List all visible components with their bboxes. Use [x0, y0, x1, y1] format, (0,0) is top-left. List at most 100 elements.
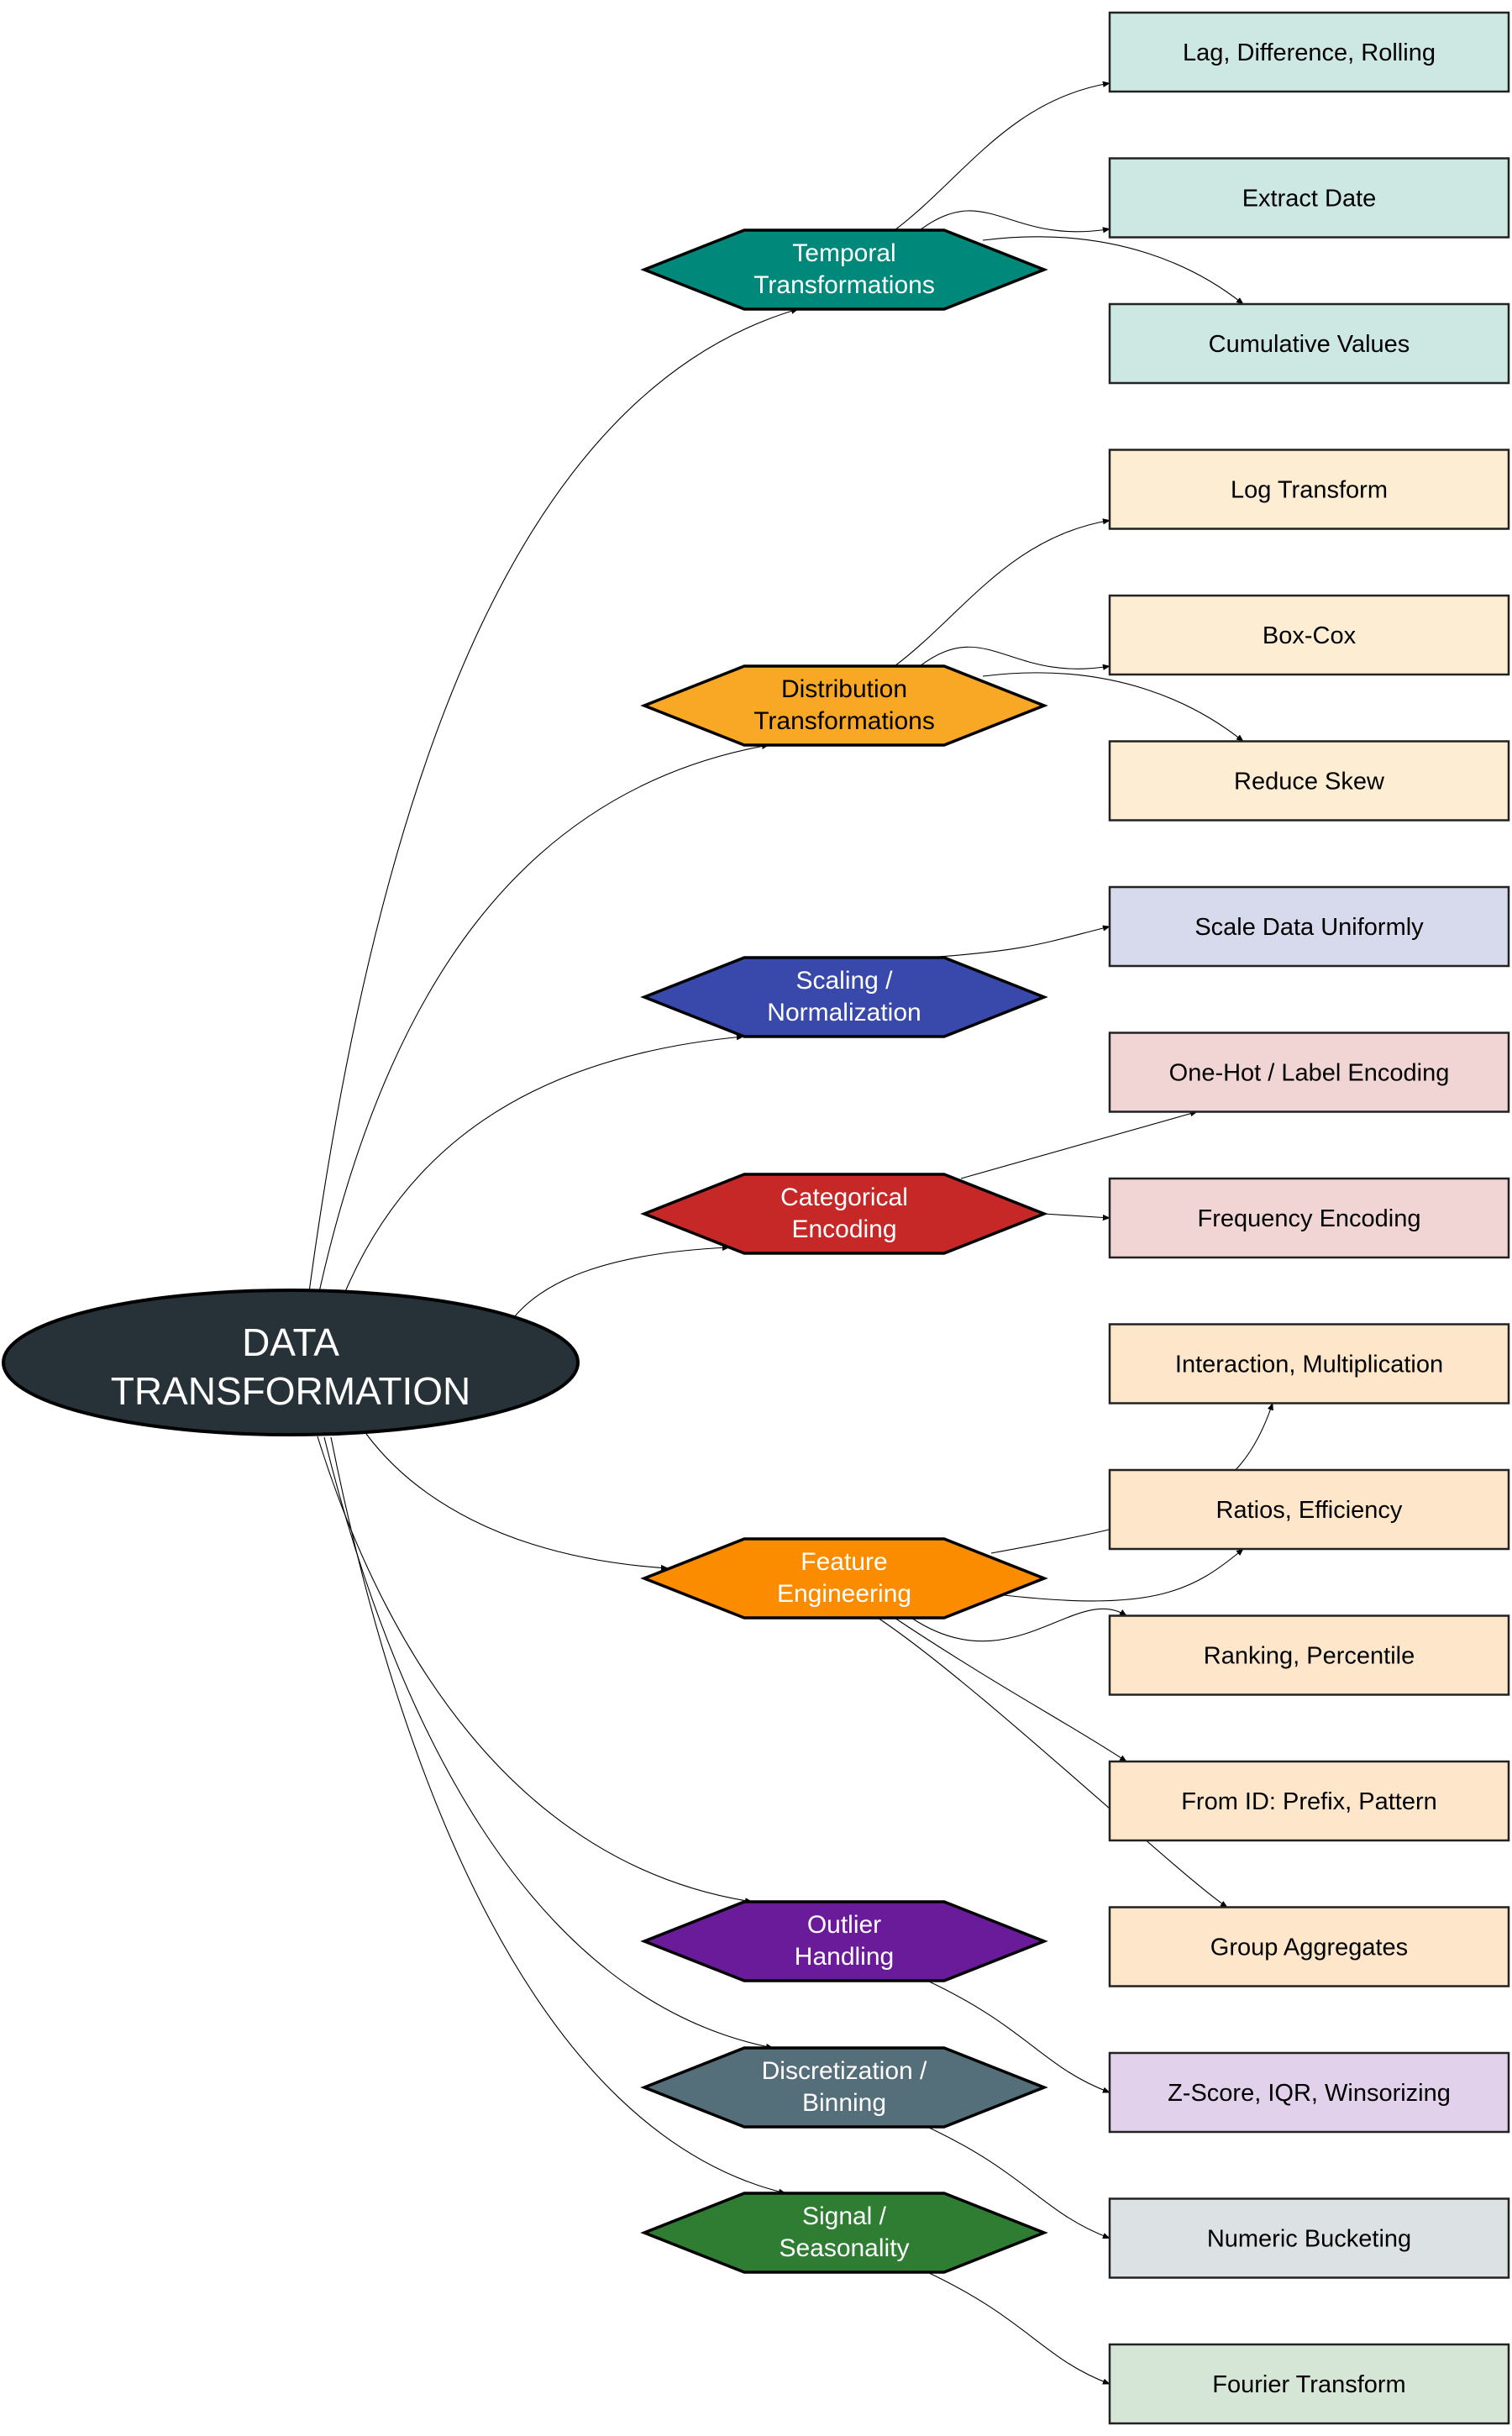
edge-root-to-feature — [365, 1433, 669, 1572]
leaf-node[interactable]: One-Hot / Label Encoding — [1108, 1032, 1510, 1113]
leaf-label: One-Hot / Label Encoding — [1169, 1060, 1450, 1087]
leaf-box — [1108, 885, 1510, 968]
leaf-node[interactable]: Numeric Bucketing — [1108, 2197, 1510, 2279]
leaf-box — [1108, 2343, 1510, 2425]
category-label-line: Feature — [801, 1548, 887, 1576]
hexagon-shape — [640, 1537, 1048, 1620]
leaf-box — [1108, 2197, 1510, 2279]
hexagon-shape — [640, 1173, 1048, 1255]
leaf-label: Interaction, Multiplication — [1175, 1352, 1443, 1378]
leaf-node[interactable]: Fourier Transform — [1108, 2343, 1510, 2425]
leaf-box — [1108, 594, 1510, 676]
leaf-label: From ID: Prefix, Pattern — [1181, 1788, 1437, 1815]
category-node-discretization[interactable]: Discretization / Binning — [640, 2046, 1048, 2129]
category-node-signal[interactable]: Signal / Seasonality — [640, 2192, 1048, 2274]
category-label-line: Discretization / — [762, 2057, 927, 2085]
leaf-box — [1108, 1906, 1510, 1987]
edge-root-to-signal — [330, 1436, 786, 2195]
leaf-node[interactable]: Group Aggregates — [1108, 1906, 1510, 1987]
leaf-node[interactable]: Frequency Encoding — [1108, 1177, 1510, 1259]
category-label-line: Engineering — [777, 1580, 911, 1608]
leaf-box — [1108, 2051, 1510, 2134]
root-label-line: DATA — [242, 1320, 339, 1364]
category-label-line: Handling — [795, 1943, 894, 1971]
leaf-label: Extract Date — [1242, 186, 1377, 213]
leaf-box — [1108, 1614, 1510, 1696]
leaf-box — [1108, 1760, 1510, 1842]
leaf-label: Group Aggregates — [1210, 1935, 1408, 1961]
leaf-label: Reduce Skew — [1234, 769, 1385, 795]
root-ellipse — [2, 1289, 580, 1436]
leaf-node[interactable]: Ratios, Efficiency — [1108, 1468, 1510, 1551]
leaf-box — [1108, 1468, 1510, 1551]
leaf-label: Box-Cox — [1263, 622, 1357, 649]
edges — [308, 81, 1273, 2385]
category-label-line: Transformations — [753, 271, 935, 299]
edge-root-to-scaling — [344, 1034, 744, 1294]
leaf-label: Scale Data Uniformly — [1194, 914, 1424, 941]
category-label-line: Encoding — [791, 1215, 896, 1243]
hexagon-shape — [640, 956, 1048, 1038]
edge-root-to-temporal — [308, 307, 799, 1293]
leaf-label: Ranking, Percentile — [1204, 1643, 1415, 1670]
leaf-node[interactable]: From ID: Prefix, Pattern — [1108, 1760, 1510, 1842]
root-label-line: TRANSFORMATION — [111, 1369, 470, 1413]
hexagon-shape — [640, 664, 1048, 747]
leaf-node[interactable]: Ranking, Percentile — [1108, 1614, 1510, 1696]
edge-scaling-to-child — [927, 925, 1110, 958]
category-label-line: Binning — [802, 2089, 886, 2117]
category-label-line: Seasonality — [779, 2234, 909, 2262]
leaf-node[interactable]: Extract Date — [1108, 157, 1510, 239]
leaf-label: Lag, Difference, Rolling — [1183, 39, 1436, 66]
edge-feature-to-child — [1003, 1548, 1244, 1602]
leaf-node[interactable]: Scale Data Uniformly — [1108, 885, 1510, 968]
leaf-node[interactable]: Cumulative Values — [1108, 302, 1510, 385]
leaf-box — [1108, 1323, 1510, 1404]
category-node-scaling[interactable]: Scaling / Normalization — [640, 956, 1048, 1038]
edge-feature-to-child — [894, 1617, 1127, 1762]
leaf-label: Numeric Bucketing — [1207, 2226, 1411, 2253]
edge-temporal-to-child — [982, 236, 1244, 305]
edge-distribution-to-child — [919, 646, 1110, 670]
edge-outlier-to-child — [927, 1980, 1110, 2093]
category-label-line: Temporal — [792, 239, 895, 267]
edge-signal-to-child — [927, 2271, 1110, 2385]
category-label-line: Distribution — [781, 675, 907, 703]
edge-temporal-to-child — [919, 210, 1110, 234]
edge-root-to-categorical — [513, 1244, 730, 1318]
leaf-box — [1108, 449, 1510, 530]
edge-root-to-distribution — [318, 743, 769, 1293]
category-label-line: Scaling / — [795, 967, 893, 995]
leaf-box — [1108, 1177, 1510, 1259]
hexagon-shape — [640, 2192, 1048, 2274]
leaf-node[interactable]: Interaction, Multiplication — [1108, 1323, 1510, 1404]
leaf-node[interactable]: Lag, Difference, Rolling — [1108, 11, 1510, 93]
leaf-label: Fourier Transform — [1212, 2371, 1405, 2398]
leaf-node[interactable]: Box-Cox — [1108, 594, 1510, 676]
category-label-line: Signal / — [802, 2202, 887, 2230]
edge-categorical-to-child — [1043, 1213, 1110, 1221]
leaf-box — [1108, 157, 1510, 239]
leaf-node[interactable]: Log Transform — [1108, 449, 1510, 530]
leaf-box — [1108, 1032, 1510, 1113]
edge-feature-to-child — [911, 1608, 1127, 1642]
leaf-label: Ratios, Efficiency — [1216, 1497, 1403, 1524]
edge-distribution-to-child — [894, 518, 1110, 667]
edge-temporal-to-child — [894, 81, 1110, 231]
leaf-label: Log Transform — [1231, 477, 1388, 504]
leaf-box — [1108, 740, 1510, 822]
hexagon-shape — [640, 1900, 1048, 1982]
category-label-line: Categorical — [780, 1184, 908, 1211]
leaf-node[interactable]: Z-Score, IQR, Winsorizing — [1108, 2051, 1510, 2134]
leaf-label: Z-Score, IQR, Winsorizing — [1168, 2080, 1451, 2107]
category-label-line: Normalization — [767, 999, 921, 1026]
root-node[interactable]: DATA TRANSFORMATION — [2, 1289, 580, 1436]
leaf-node[interactable]: Reduce Skew — [1108, 740, 1510, 822]
